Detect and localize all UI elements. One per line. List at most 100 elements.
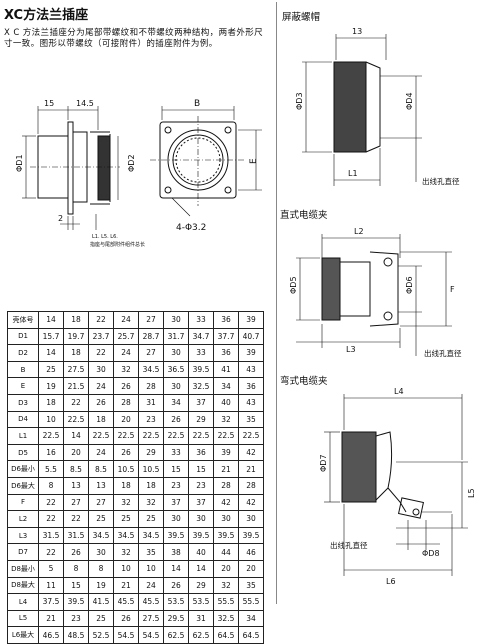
- table-cell: 27.5: [63, 360, 89, 379]
- table-cell: 10.5: [138, 460, 164, 478]
- table-cell: 42: [213, 493, 239, 512]
- table-cell: 26: [88, 393, 114, 412]
- dim-13: 13: [352, 27, 362, 36]
- table-cell: 18: [138, 476, 164, 495]
- table-cell: 22: [63, 510, 89, 528]
- cap-cable-dia: 出线孔直径: [422, 176, 460, 186]
- table-cell: 24: [138, 576, 164, 595]
- row-label: D8最大: [7, 576, 39, 595]
- table-cell: 14: [163, 559, 189, 578]
- row-label: D8最小: [7, 559, 39, 578]
- table-cell: 23: [138, 410, 164, 429]
- table-cell: 24: [113, 344, 139, 362]
- table-cell: 32.5: [188, 377, 214, 395]
- table-cell: 25: [38, 360, 64, 379]
- table-cell: 39.5: [238, 526, 264, 545]
- table-cell: 30: [163, 311, 189, 329]
- table-cell: 32: [213, 410, 239, 429]
- table-cell: 20: [213, 559, 239, 578]
- table-cell: 14: [38, 311, 64, 329]
- table-cell: 32: [213, 576, 239, 595]
- table-cell: 36: [238, 377, 264, 395]
- dim-l5: L5: [467, 488, 476, 498]
- hole-spec: 4-Φ3.2: [176, 223, 206, 233]
- dim-d2: ΦD2: [127, 154, 136, 172]
- table-cell: 35: [138, 543, 164, 561]
- cap-tail: [365, 61, 381, 153]
- table-cell: 22: [38, 510, 64, 528]
- table-cell: 21: [38, 609, 64, 628]
- table-cell: 15.7: [38, 327, 64, 346]
- table-cell: 32: [113, 543, 139, 561]
- table-cell: 21.5: [63, 377, 89, 395]
- dim-d6: ΦD6: [405, 276, 414, 294]
- table-cell: 14: [63, 427, 89, 445]
- table-cell: 36: [188, 443, 214, 462]
- row-label: D1: [7, 327, 39, 346]
- table-cell: 54.5: [113, 626, 139, 644]
- length-note: 指座与尾部附件组件总长: [90, 241, 145, 248]
- dim-b: B: [194, 99, 200, 109]
- straight-clamp-drawing: [296, 234, 452, 356]
- table-cell: 30: [88, 360, 114, 379]
- table-cell: 22: [38, 543, 64, 561]
- table-cell: 45.5: [138, 593, 164, 611]
- table-cell: 13: [88, 476, 114, 495]
- table-cell: 23: [63, 609, 89, 628]
- table-cell: 32.5: [213, 609, 239, 628]
- table-cell: 26: [63, 543, 89, 561]
- row-label: L1: [7, 427, 39, 445]
- table-cell: 22.5: [88, 427, 114, 445]
- table-cell: 5.5: [38, 460, 64, 478]
- table-cell: 39.5: [188, 360, 214, 379]
- table-cell: 22.5: [213, 427, 239, 445]
- row-label: D5: [7, 443, 39, 462]
- table-cell: 32: [113, 360, 139, 379]
- table-cell: 13: [63, 476, 89, 495]
- dim-d1: ΦD1: [15, 154, 24, 172]
- row-label: F: [7, 493, 39, 512]
- dim-e: E: [249, 158, 259, 164]
- table-cell: 8.5: [63, 460, 89, 478]
- row-label: D2: [7, 344, 39, 362]
- table-cell: 30: [88, 543, 114, 561]
- table-cell: 41: [213, 360, 239, 379]
- table-cell: 37.5: [38, 593, 64, 611]
- table-cell: 22.5: [113, 427, 139, 445]
- table-cell: 8.5: [88, 460, 114, 478]
- table-cell: 10.5: [113, 460, 139, 478]
- mounting-hole-tr: [224, 126, 232, 134]
- table-cell: 26: [163, 576, 189, 595]
- dim-d4: ΦD4: [405, 92, 414, 110]
- table-cell: 22: [88, 344, 114, 362]
- row-label: D3: [7, 393, 39, 412]
- table-cell: 40.7: [238, 327, 264, 346]
- table-cell: 30: [163, 377, 189, 395]
- table-cell: 23: [163, 476, 189, 495]
- table-cell: 36: [213, 344, 239, 362]
- table-cell: 31.5: [63, 526, 89, 545]
- table-cell: 21: [113, 576, 139, 595]
- clamp-saddle: [369, 251, 399, 327]
- table-cell: 48.5: [63, 626, 89, 644]
- table-cell: 62.5: [188, 626, 214, 644]
- table-cell: 18: [38, 393, 64, 412]
- table-cell: 21: [238, 460, 264, 478]
- table-cell: 22.5: [63, 410, 89, 429]
- table-cell: 27: [138, 344, 164, 362]
- row-label: D6最小: [7, 460, 39, 478]
- table-cell: 25.7: [113, 327, 139, 346]
- page-title: XC方法兰插座: [4, 8, 89, 23]
- row-label: L6最大: [7, 626, 39, 644]
- bent-title: 弯式电缆夹: [280, 375, 328, 387]
- dim-d3: ΦD3: [295, 92, 304, 110]
- table-cell: 25: [88, 609, 114, 628]
- table-cell: 53.5: [188, 593, 214, 611]
- table-cell: 34.7: [188, 327, 214, 346]
